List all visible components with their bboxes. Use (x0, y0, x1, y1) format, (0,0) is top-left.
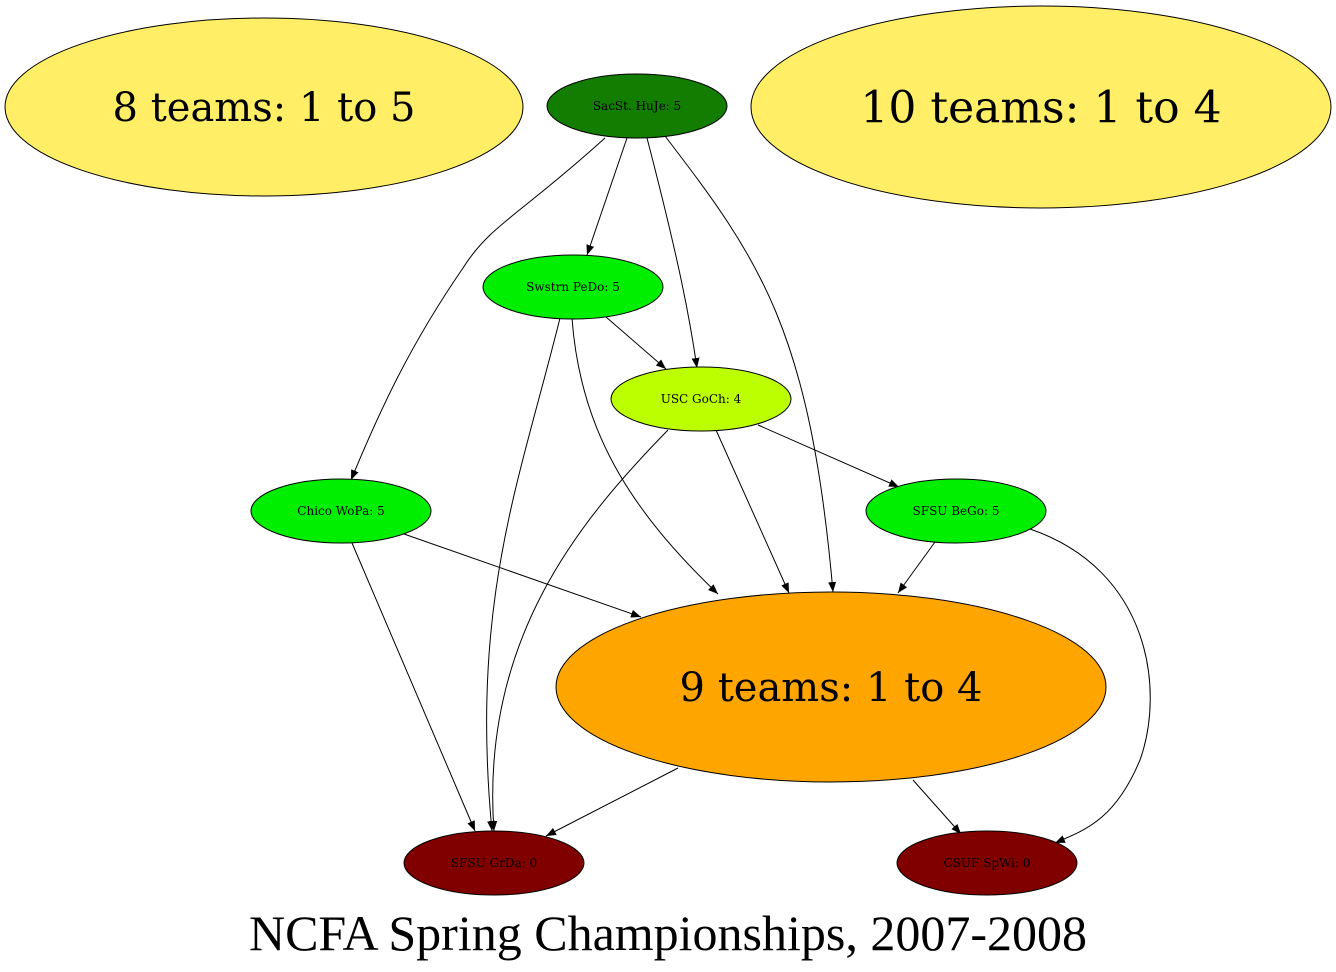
node-label-group10: 10 teams: 1 to 4 (860, 82, 1221, 133)
node-chico: Chico WoPa: 5 (250, 478, 432, 544)
edge-swstrn-group9 (571, 317, 719, 595)
node-shape-sfsugrda (403, 830, 585, 896)
node-label-usc: USC GoCh: 4 (661, 392, 742, 406)
node-shape-chico (250, 478, 432, 544)
edges-layer (350, 135, 1151, 844)
nodes-layer: 8 teams: 1 to 5 SacSt. HuJe: 5 10 teams: 1… (4, 5, 1332, 896)
node-label-group8: 8 teams: 1 to 5 (113, 85, 416, 131)
graph-title: NCFA Spring Championships, 2007-2008 (249, 905, 1087, 961)
node-shape-sacst (546, 73, 728, 139)
node-label-group9: 9 teams: 1 to 4 (680, 665, 983, 711)
node-shape-group8 (4, 17, 524, 197)
node-sacst: SacSt. HuJe: 5 (546, 73, 728, 139)
node-shape-group9 (555, 591, 1107, 783)
edge-sfsubego-group9 (897, 541, 936, 594)
node-label-sacst: SacSt. HuJe: 5 (593, 99, 681, 113)
node-swstrn: Swstrn PeDo: 5 (482, 254, 664, 320)
node-shape-csuf (896, 830, 1078, 896)
edge-chico-group9 (403, 533, 642, 618)
edge-sacst-chico (350, 137, 606, 481)
edge-sfsubego-csuf (1029, 528, 1151, 844)
node-label-sfsugrda: SFSU GrDa: 0 (451, 856, 537, 870)
edge-chico-sfsugrda (351, 542, 476, 832)
node-label-chico: Chico WoPa: 5 (297, 504, 384, 518)
edge-swstrn-usc (605, 316, 667, 370)
node-label-csuf: CSUF SpWi: 0 (943, 856, 1030, 870)
node-group9: 9 teams: 1 to 4 (555, 591, 1107, 783)
node-csuf: CSUF SpWi: 0 (896, 830, 1078, 896)
edge-sacst-usc (646, 137, 700, 369)
edge-group9-csuf (912, 779, 962, 835)
node-shape-usc (610, 366, 792, 432)
node-sfsubego: SFSU BeGo: 5 (865, 478, 1047, 544)
node-group10: 10 teams: 1 to 4 (750, 5, 1332, 209)
node-shape-group10 (750, 5, 1332, 209)
edge-sacst-swstrn (586, 137, 628, 256)
edge-sacst-group9 (664, 135, 837, 593)
node-label-swstrn: Swstrn PeDo: 5 (526, 280, 620, 294)
node-label-sfsubego: SFSU BeGo: 5 (913, 504, 1000, 518)
edge-swstrn-sfsugrda (486, 317, 561, 832)
edge-usc-sfsugrda (489, 429, 669, 832)
node-usc: USC GoCh: 4 (610, 366, 792, 432)
node-group8: 8 teams: 1 to 5 (4, 17, 524, 197)
node-shape-sfsubego (865, 478, 1047, 544)
edge-usc-sfsubego (757, 424, 900, 488)
edge-usc-group9 (715, 429, 790, 594)
edge-group9-sfsugrda (545, 767, 679, 837)
node-shape-swstrn (482, 254, 664, 320)
node-sfsugrda: SFSU GrDa: 0 (403, 830, 585, 896)
